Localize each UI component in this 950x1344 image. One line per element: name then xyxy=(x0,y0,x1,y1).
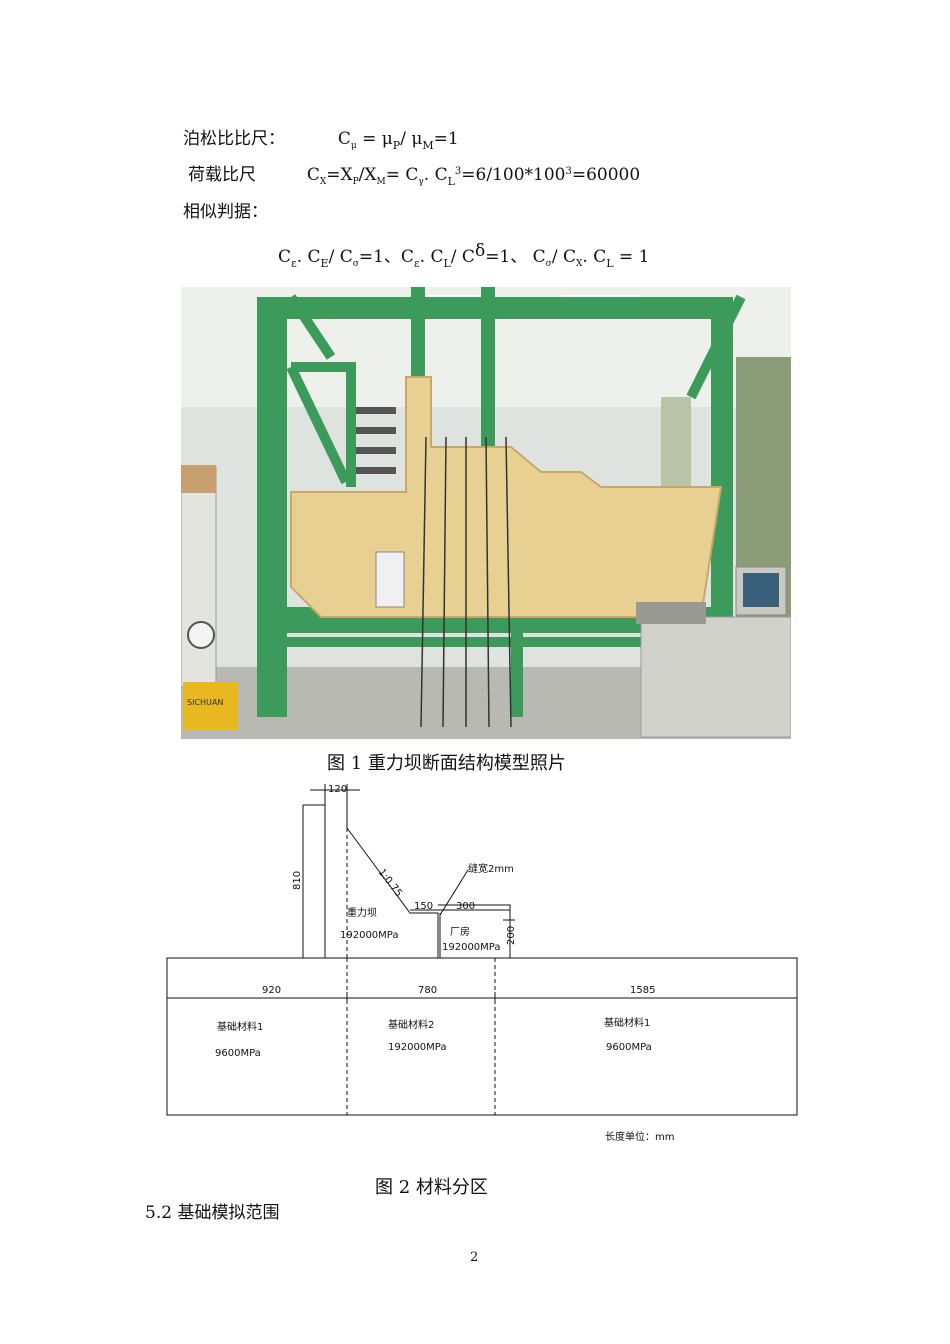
figure1-caption: 图 1 重力坝断面结构模型照片 xyxy=(327,753,566,774)
formula-subscript: L xyxy=(443,257,451,270)
formula-subscript: X xyxy=(319,177,327,187)
formula-superscript: 3 xyxy=(565,166,572,177)
dim-left: 920 xyxy=(262,985,281,996)
dim-middle: 780 xyxy=(418,985,437,996)
formula-subscript: ε xyxy=(413,257,420,270)
dim-top-width: 120 xyxy=(328,784,347,795)
powerhouse-outline xyxy=(438,904,511,958)
formula-subscript: L xyxy=(447,175,455,188)
formula-text: =6/100*100 xyxy=(461,165,566,185)
section-heading: 5.2 基础模拟范围 xyxy=(145,1203,280,1223)
formula-text: = μ xyxy=(362,129,393,149)
formula-subscript: P xyxy=(392,139,401,152)
formula-subscript: X xyxy=(575,259,583,269)
dim-house-height: 200 xyxy=(506,926,517,945)
formula-text: =1 xyxy=(433,129,459,149)
similarity-criteria-line: Cε. CE/ Cσ=1、Cε. CL/ Cδ=1、 Cσ/ CX. CL = … xyxy=(278,241,649,270)
dim-slope: 1:0.75 xyxy=(376,867,404,899)
dim-berm: 150 xyxy=(414,901,433,912)
base3-label: 基础材料1 xyxy=(604,1016,650,1029)
formula-text: / C xyxy=(450,247,475,267)
formula-subscript: σ xyxy=(352,259,359,269)
formula-text: =X xyxy=(326,165,353,185)
load-ratio-line: 荷载比尺 CX=XP/XM= Cγ. CL3=6/100*1003=60000 xyxy=(188,160,640,188)
formula-text: . C xyxy=(423,165,448,185)
formula-superscript: 3 xyxy=(454,166,462,177)
formula-subscript: P xyxy=(352,177,359,187)
formula-symbol: δ xyxy=(474,241,486,261)
formula-symbol: C xyxy=(337,129,351,149)
dim-right: 1585 xyxy=(630,985,655,996)
dam-modulus: 192000MPa xyxy=(340,930,399,941)
formula-subscript: γ xyxy=(418,177,424,187)
formula-text: =1、C xyxy=(358,247,414,267)
formula-subscript: σ xyxy=(545,259,552,269)
formula-text: / C xyxy=(328,247,353,267)
formula-text: . C xyxy=(296,247,321,267)
base3-modulus: 9600MPa xyxy=(606,1042,652,1053)
formula-text: =60000 xyxy=(571,165,641,185)
photo-box-label: SICHUAN xyxy=(187,698,223,707)
formula-text: / μ xyxy=(400,129,423,149)
dam-label: 重力坝 xyxy=(347,906,377,919)
formula-symbol: C xyxy=(306,165,320,185)
joint-label: 缝宽2mm xyxy=(468,862,514,875)
material-zoning-diagram: 120 810 1:0.75 缝宽2mm 150 300 200 重力坝 192… xyxy=(166,784,798,1143)
formula-text: /X xyxy=(358,165,377,185)
formula-text: . C xyxy=(419,247,444,267)
formula-text: =1、 C xyxy=(485,247,546,267)
dim-house-width: 300 xyxy=(456,901,475,912)
base2-label: 基础材料2 xyxy=(388,1018,434,1031)
formula-text: = C xyxy=(385,165,419,185)
formula-subscript: μ xyxy=(350,141,357,151)
base1-modulus: 9600MPa xyxy=(215,1048,261,1059)
formula-subscript: M xyxy=(376,177,386,187)
formula-subscript: E xyxy=(320,257,329,270)
model-photo: SICHUAN xyxy=(181,287,791,739)
page-number: 2 xyxy=(470,1250,479,1265)
formula-symbol: C xyxy=(278,247,292,267)
dim-height: 810 xyxy=(292,871,303,890)
house-modulus: 192000MPa xyxy=(442,942,501,953)
base1-label: 基础材料1 xyxy=(217,1020,263,1033)
load-label: 荷载比尺 xyxy=(188,165,256,185)
figure2-caption: 图 2 材料分区 xyxy=(375,1177,488,1198)
poisson-label: 泊松比比尺： xyxy=(183,129,285,149)
house-label: 厂房 xyxy=(450,925,470,938)
formula-text: / C xyxy=(551,247,576,267)
similarity-label: 相似判据： xyxy=(183,202,268,222)
formula-subscript: L xyxy=(606,257,614,270)
poisson-ratio-line: 泊松比比尺： Cμ = μP/ μM=1 xyxy=(183,124,459,152)
unit-note: 长度单位：mm xyxy=(605,1130,674,1143)
formula-subscript: ε xyxy=(291,257,297,270)
foundation-outline xyxy=(166,957,798,1116)
base2-modulus: 192000MPa xyxy=(388,1042,447,1053)
formula-text: . C xyxy=(582,247,607,267)
formula-subscript: M xyxy=(422,139,434,152)
formula-text: = 1 xyxy=(613,247,650,267)
